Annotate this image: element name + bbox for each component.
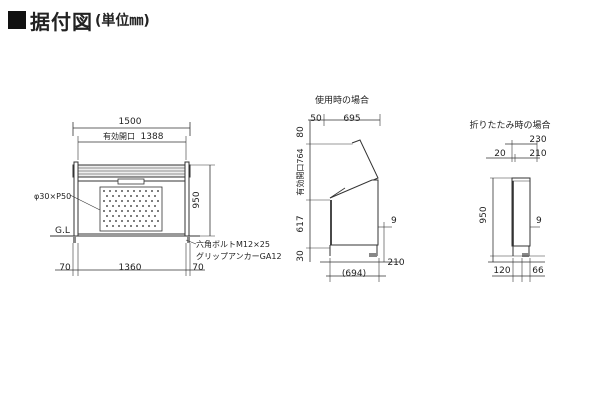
side-open-labels: 使用時の場合 50 695 80 有効開口764 617 30 9 210 (6… [295, 94, 405, 279]
dim-open-bottom-depth: (694) [342, 269, 366, 279]
front-view [72, 122, 191, 237]
dim-fold-top-left: 20 [494, 149, 506, 159]
dim-fold-top-total: 230 [529, 135, 546, 145]
page-title: 据付図 (単位㎜) [8, 6, 150, 34]
side-open-view [306, 114, 400, 282]
bolt-label: 六角ボルトM12×25 [196, 239, 270, 249]
title-text: 据付図 [30, 9, 93, 34]
dim-open-h-bottom: 30 [296, 250, 306, 262]
anchor-label: グリップアンカーGA12 [196, 251, 282, 261]
dim-open-top-left: 50 [310, 114, 322, 124]
dim-open-offset: 9 [391, 216, 397, 226]
ground-label: G.L [55, 226, 70, 236]
title-unit: (単位㎜) [95, 13, 150, 29]
dim-base-left: 70 [59, 263, 71, 273]
dim-open-opening: 有効開口764 [295, 148, 305, 195]
dim-fold-offset: 9 [536, 216, 542, 226]
title-square-icon [8, 11, 26, 29]
dim-open-h-top: 80 [296, 126, 306, 138]
opening-label: 有効開口 [103, 131, 135, 141]
side-folded-view [486, 140, 545, 282]
dim-base-right: 70 [192, 263, 204, 273]
dim-open-h-mid: 617 [296, 215, 306, 232]
dim-fold-bottom-left: 120 [493, 266, 510, 276]
dim-open-bottom-right: 210 [387, 258, 404, 268]
side-folded-labels: 折りたたみ時の場合 230 20 210 950 9 120 66 [469, 119, 550, 276]
dim-width-total: 1500 [119, 117, 142, 127]
dim-height: 950 [192, 191, 202, 208]
dim-opening: 1388 [141, 132, 164, 142]
dim-fold-bottom-right: 66 [532, 266, 544, 276]
perforation-pattern [103, 190, 159, 227]
dim-base-center: 1360 [119, 263, 142, 273]
side-folded-caption: 折りたたみ時の場合 [469, 119, 550, 131]
front-view-labels: 1500 有効開口 1388 950 φ30×P50 G.L 六角ボルトM12×… [34, 117, 282, 273]
dim-fold-height: 950 [479, 206, 489, 223]
side-open-caption: 使用時の場合 [315, 94, 369, 106]
front-view-ground [50, 164, 215, 276]
dim-open-top-right: 695 [343, 114, 360, 124]
dim-fold-top-right: 210 [529, 149, 546, 159]
post-label: φ30×P50 [34, 192, 71, 201]
